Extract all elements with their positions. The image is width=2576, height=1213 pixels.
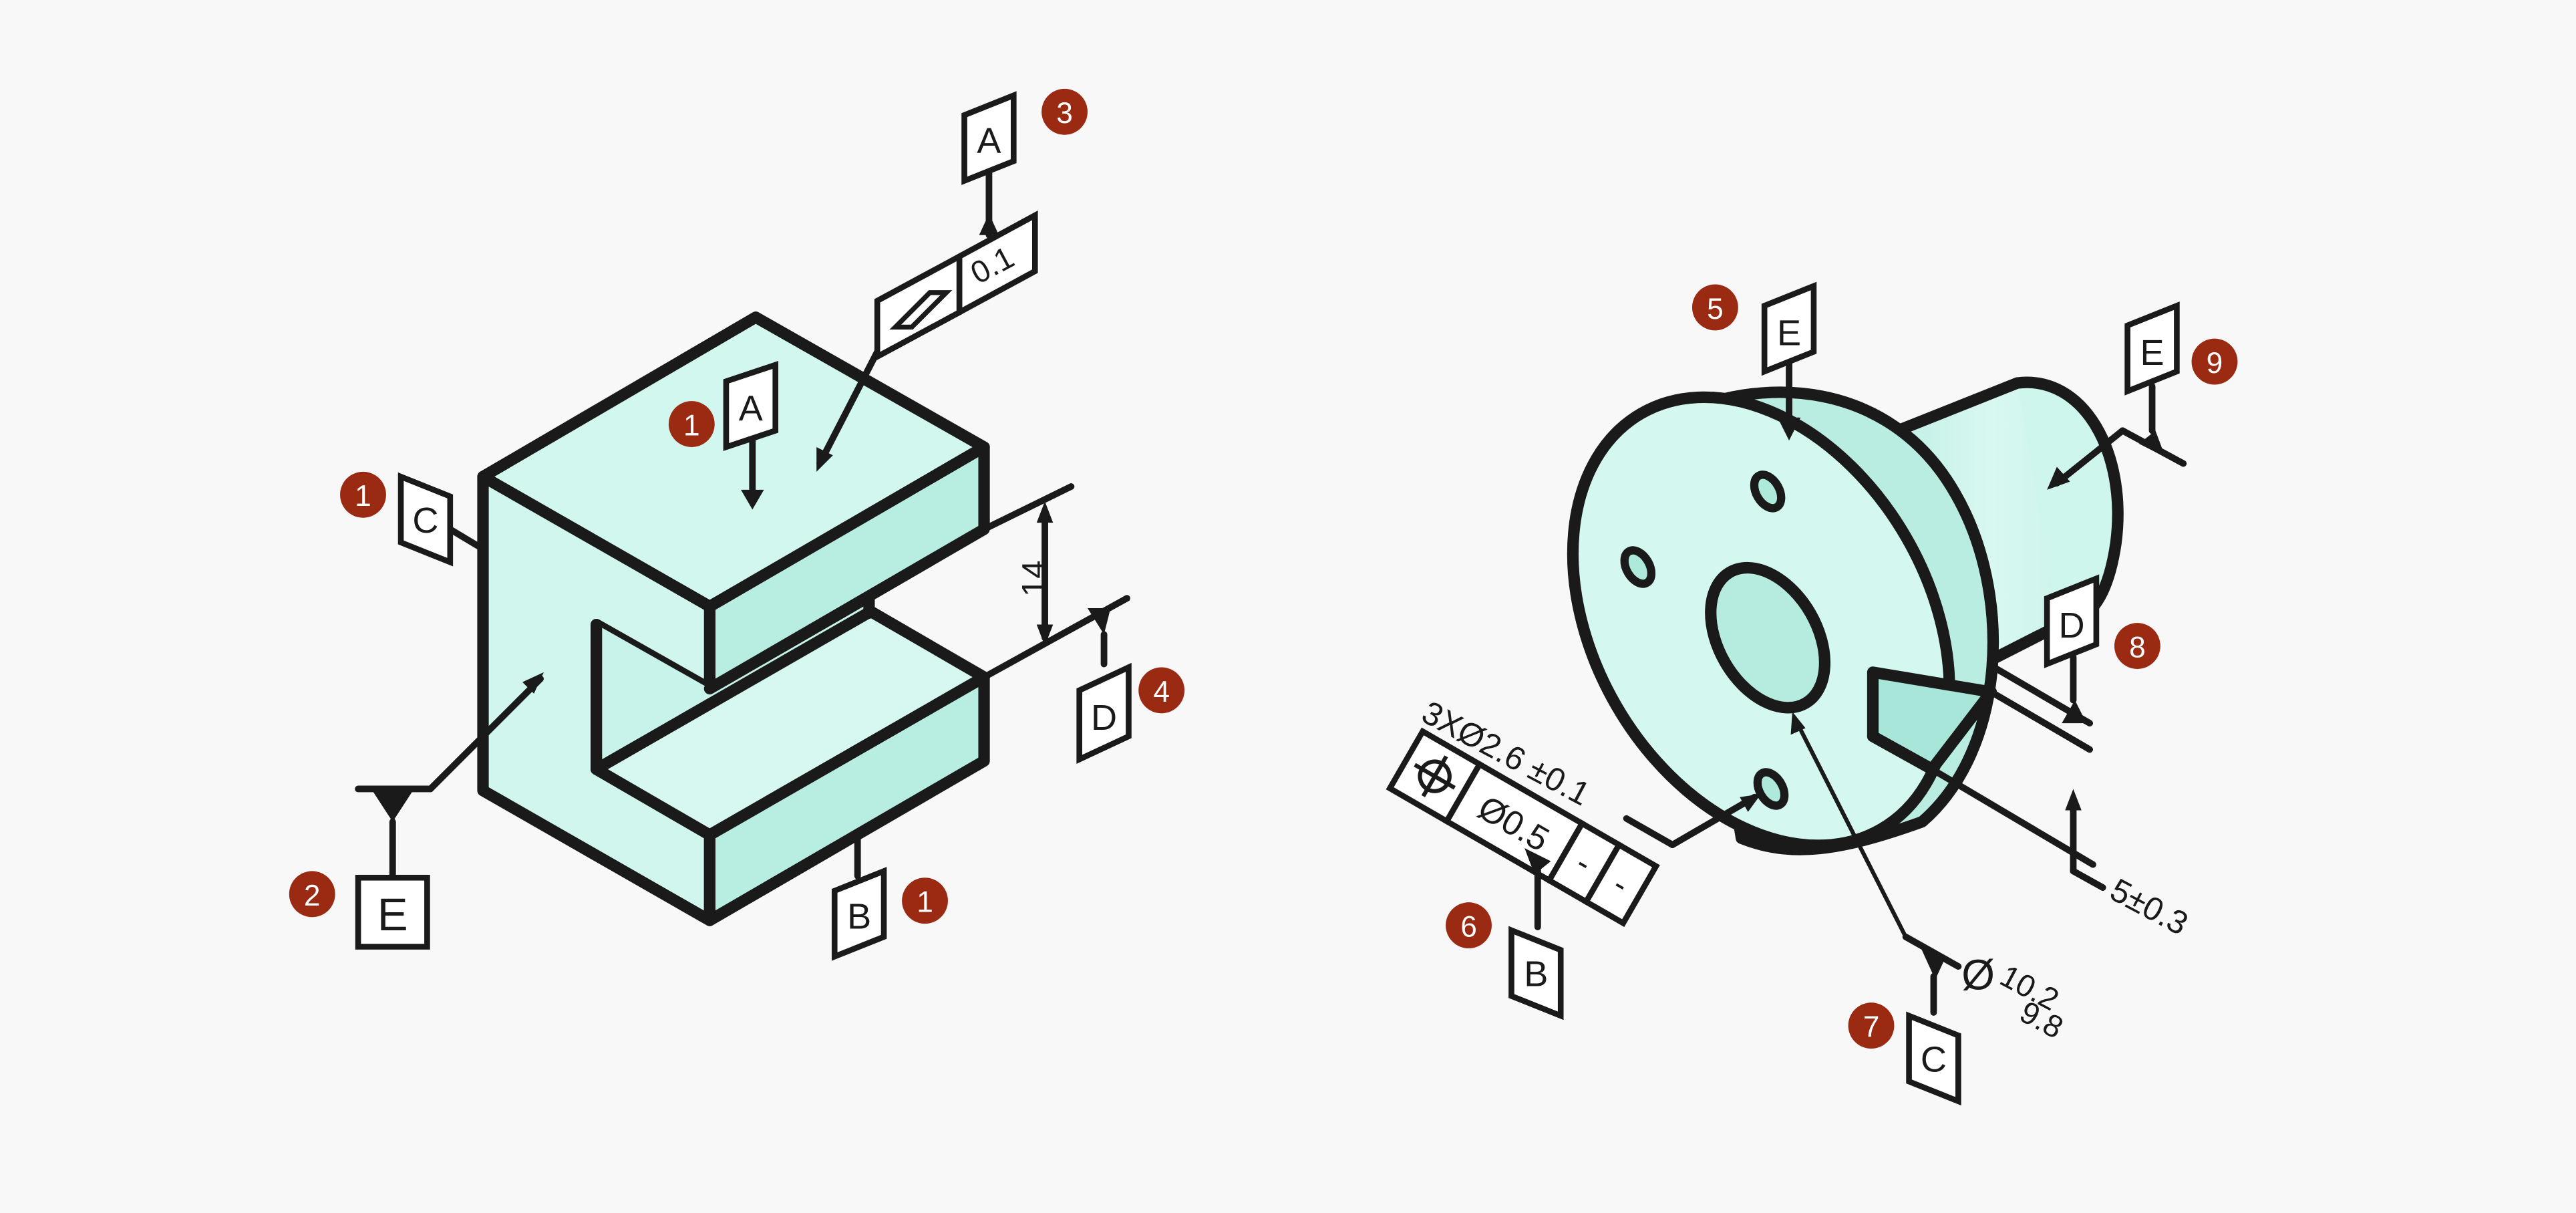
datum-e-flange: E — [1761, 281, 1817, 441]
datum-e-flange-label: E — [1777, 313, 1801, 353]
fcf-datum-b-label: B — [1524, 954, 1548, 994]
svg-text:6: 6 — [1460, 911, 1477, 944]
callout-4: 4 — [1138, 667, 1185, 714]
datum-d-key-label: D — [2058, 605, 2084, 646]
datum-c-side: C — [397, 472, 486, 567]
callout-1-top: 1 — [668, 401, 715, 447]
bore-callout: C Ø 10.2 9.8 — [1790, 711, 2069, 1106]
callout-7: 7 — [1848, 1002, 1895, 1049]
callout-markers: 1 1 1 2 3 4 5 6 7 8 9 — [289, 88, 2238, 1049]
svg-text:1: 1 — [917, 886, 933, 919]
flange-part — [1567, 376, 2124, 855]
svg-text:9: 9 — [2207, 347, 2223, 380]
svg-text:3: 3 — [1056, 97, 1073, 130]
datum-e-hub-label: E — [2140, 333, 2164, 373]
bolt-hole-2 — [1620, 546, 1656, 588]
slot-dimension-value: 14 — [1015, 560, 1052, 597]
callout-2: 2 — [289, 871, 335, 918]
svg-text:1: 1 — [355, 480, 371, 513]
svg-text:2: 2 — [304, 880, 321, 912]
svg-text:5: 5 — [1707, 293, 1724, 325]
c-block-lower-arm-side — [703, 671, 990, 926]
datum-e-label: E — [377, 889, 408, 940]
datum-e-front: E — [355, 672, 544, 950]
flatness-fcf: 0.1 A — [816, 91, 1038, 472]
datum-d-slot: D — [1076, 608, 1132, 764]
bolt-hole-3 — [1753, 768, 1789, 810]
callout-3: 3 — [1041, 88, 1088, 135]
datum-b-bottom: B — [831, 833, 887, 961]
svg-text:7: 7 — [1863, 1011, 1880, 1044]
position-fcf: 3XØ2.6 ±0.1 Ø0.5 - - B — [1386, 694, 1762, 1021]
callout-1-side: 1 — [340, 471, 386, 518]
svg-text:4: 4 — [1153, 676, 1170, 708]
bolt-hole-1 — [1750, 470, 1786, 513]
position-crosshair-icon — [1414, 755, 1456, 797]
callout-6: 6 — [1446, 902, 1492, 949]
svg-text:8: 8 — [2129, 631, 2146, 664]
callout-1-bottom: 1 — [902, 878, 948, 924]
datum-b-label: B — [847, 897, 871, 937]
datum-a-top: A — [723, 361, 779, 510]
svg-text:1: 1 — [683, 409, 700, 442]
center-bore — [1705, 561, 1831, 714]
datum-d-label: D — [1091, 698, 1117, 738]
datum-d-key: D — [1987, 574, 2100, 753]
datum-e-hub: E — [2047, 301, 2187, 490]
callout-9: 9 — [2191, 338, 2238, 385]
datum-a-top-label: A — [739, 389, 763, 429]
datum-c-bore-label: C — [1921, 1039, 1947, 1079]
callout-5: 5 — [1692, 284, 1738, 331]
flatness-datum-label: A — [977, 121, 1001, 161]
datum-c-label: C — [412, 501, 438, 541]
callout-8: 8 — [2114, 623, 2160, 669]
parallelogram-flatness-icon — [889, 290, 953, 330]
bore-diameter-symbol: Ø — [1961, 950, 1995, 998]
key-dimension: 5±0.3 — [1929, 766, 2194, 942]
key-dimension-value: 5±0.3 — [2104, 871, 2194, 942]
